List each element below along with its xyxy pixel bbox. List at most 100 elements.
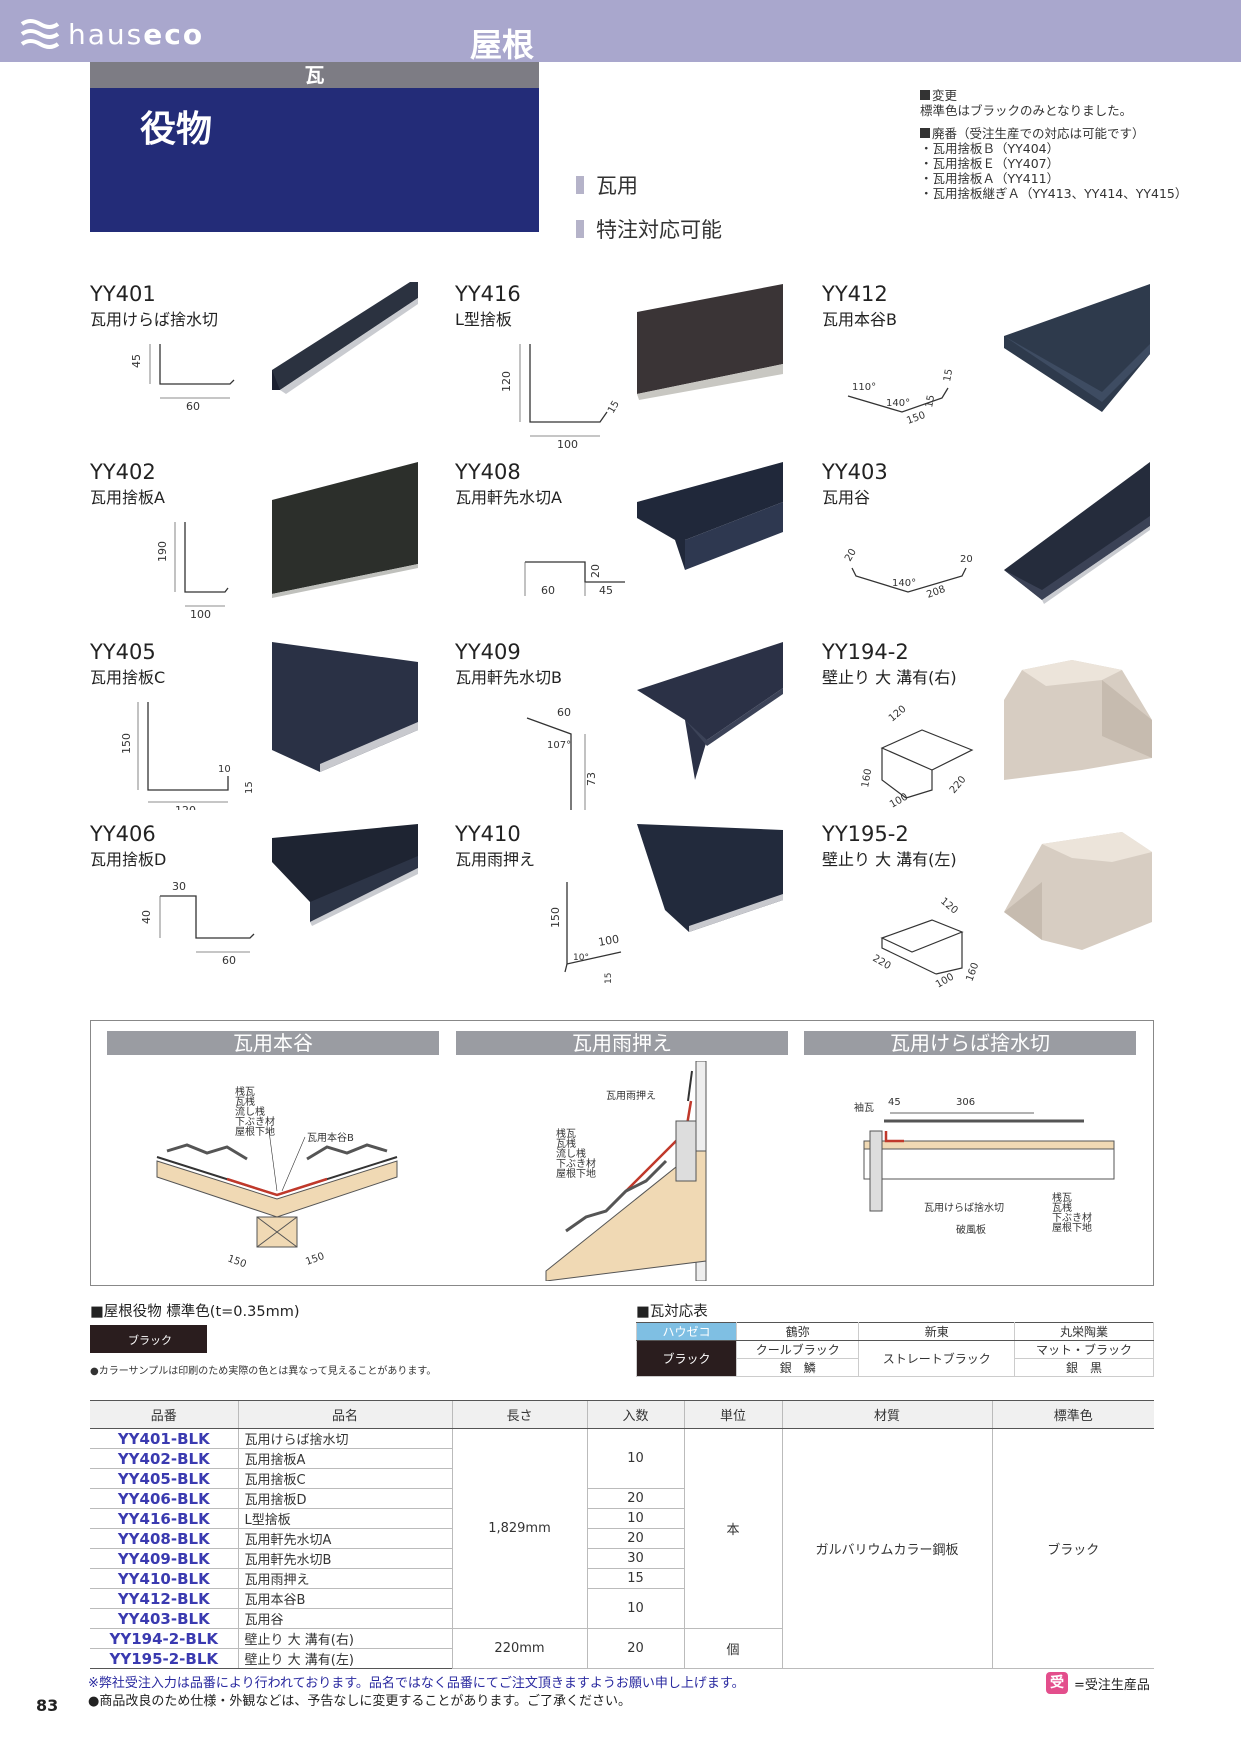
svg-text:下ぶき材: 下ぶき材	[235, 1115, 275, 1128]
svg-text:屋根下地: 屋根下地	[556, 1167, 596, 1180]
dimension-diagram: 120 160 100 220	[860, 704, 974, 810]
flashing-install-diagram: 瓦用雨押え 桟瓦 瓦桟 流し桟 下ぶき材 屋根下地	[545, 1061, 707, 1281]
verge-install-diagram: 袖瓦 45 306 瓦用けらば捨水切 破風板 桟瓦 瓦桟 下ぶき材 屋根下地	[854, 1097, 1115, 1236]
svg-text:60: 60	[541, 584, 555, 597]
svg-text:140°: 140°	[886, 398, 910, 409]
table-header-row: 品番 品名 長さ 入数 単位 材質 標準色	[90, 1400, 1154, 1429]
product-photo	[272, 824, 418, 926]
svg-text:瓦桟: 瓦桟	[556, 1137, 576, 1150]
svg-text:下ぶき材: 下ぶき材	[1052, 1211, 1092, 1224]
product-photo	[272, 462, 418, 598]
square-bullet-icon	[920, 90, 930, 100]
dimension-diagram: 120 100 15	[500, 344, 622, 451]
svg-text:屋根下地: 屋根下地	[235, 1125, 275, 1138]
table-row: YY409-BLK 瓦用軒先水切B 30	[90, 1548, 1154, 1569]
product-yy402: YY402 瓦用捨板A 190 100	[90, 460, 450, 635]
table-row: YY401-BLK 瓦用けらば捨水切 1,829mm 10 本 ガルバリウムカラ…	[90, 1428, 1154, 1669]
table-row: YY410-BLK 瓦用雨押え 15	[90, 1568, 1154, 1589]
product-photo	[272, 282, 418, 394]
header-bar: hauseco 屋根	[0, 0, 1241, 64]
svg-text:15: 15	[924, 394, 937, 408]
dimension-diagram: 110° 140° 15 15 150	[847, 368, 955, 427]
dimension-diagram: 30 40 60	[140, 880, 255, 967]
svg-text:120: 120	[938, 896, 960, 917]
category-block: 役物	[90, 88, 539, 232]
svg-text:屋根下地: 屋根下地	[1052, 1221, 1092, 1234]
svg-text:73: 73	[585, 772, 598, 786]
svg-text:瓦用本谷B: 瓦用本谷B	[307, 1131, 354, 1144]
wave-logo-icon	[20, 19, 60, 49]
svg-text:下ぶき材: 下ぶき材	[556, 1157, 596, 1170]
svg-text:桟瓦: 桟瓦	[235, 1085, 255, 1098]
product-yy412: YY412 瓦用本谷B 110° 140° 15 15 150	[822, 282, 1182, 457]
made-to-order-legend: 受 =受注生産品	[1046, 1672, 1150, 1694]
svg-text:45: 45	[888, 1097, 901, 1108]
table-row: YY405-BLK 瓦用捨板C	[90, 1468, 1154, 1489]
dimension-diagram: 60 45 20	[524, 561, 625, 597]
install-heading: 瓦用雨押え	[456, 1031, 788, 1055]
svg-text:瓦桟: 瓦桟	[1052, 1201, 1072, 1214]
table-row: YY402-BLK 瓦用捨板A	[90, 1448, 1154, 1469]
installation-panel: 瓦用本谷 瓦用雨押え 瓦用けらば捨水切 桟瓦 瓦桟 流し桟 下ぶき材 屋根下地 …	[90, 1020, 1154, 1286]
feature-item: 特注対応可能	[576, 214, 722, 244]
brand-logo: hauseco	[20, 16, 204, 52]
table-row: YY416-BLK L型捨板 10	[90, 1508, 1154, 1529]
product-yy195-2: YY195-2 壁止り 大 溝有(左) 120 220 100 160	[822, 822, 1182, 997]
svg-text:100: 100	[190, 608, 211, 621]
svg-text:60: 60	[186, 400, 200, 413]
order-note: ※弊社受注入力は品番により行われております。品名ではなく品番にてご注文頂きますよ…	[88, 1676, 745, 1691]
svg-text:30: 30	[172, 880, 186, 893]
svg-text:流し桟: 流し桟	[556, 1147, 586, 1160]
product-photo	[637, 284, 783, 400]
table-row: YY412-BLK 瓦用本谷B 10	[90, 1588, 1154, 1629]
svg-text:10°: 10°	[573, 953, 589, 963]
logo-text: hauseco	[68, 17, 205, 51]
product-photo	[637, 462, 783, 570]
svg-text:桟瓦: 桟瓦	[556, 1127, 576, 1140]
svg-text:306: 306	[956, 1097, 975, 1108]
svg-text:瓦用けらば捨水切: 瓦用けらば捨水切	[924, 1201, 1004, 1214]
svg-text:150: 150	[905, 410, 927, 427]
table-row: YY403-BLK 瓦用谷	[90, 1608, 1154, 1629]
product-photo	[637, 824, 783, 932]
svg-text:瓦桟: 瓦桟	[235, 1095, 255, 1108]
svg-text:15: 15	[942, 368, 955, 382]
svg-text:流し桟: 流し桟	[235, 1105, 265, 1118]
svg-text:15: 15	[606, 399, 622, 416]
bullet-bar-icon	[576, 220, 584, 238]
dimension-diagram: 60 107° 73	[526, 706, 598, 810]
page-number: 83	[36, 1696, 59, 1715]
install-heading: 瓦用本谷	[107, 1031, 439, 1055]
product-yy401: YY401 瓦用けらば捨水切 45 60	[90, 282, 450, 457]
square-bullet-icon	[920, 128, 930, 138]
svg-text:破風板: 破風板	[956, 1223, 986, 1236]
svg-text:107°: 107°	[547, 740, 571, 751]
compat-row: ブラック クールブラック ストレートブラック マット・ブラック	[636, 1340, 1155, 1377]
product-yy408: YY408 瓦用軒先水切A 60 45 20	[455, 460, 815, 635]
svg-text:160: 160	[860, 768, 874, 789]
page-title: 屋根	[470, 26, 535, 64]
feature-list: 瓦用 特注対応可能	[576, 170, 722, 258]
table-row: YY406-BLK 瓦用捨板D 20	[90, 1488, 1154, 1509]
category-tab: 瓦	[90, 62, 539, 88]
svg-text:120: 120	[887, 704, 909, 725]
svg-text:220: 220	[871, 953, 893, 972]
svg-text:15: 15	[604, 973, 614, 984]
product-photo	[1004, 832, 1152, 950]
svg-text:190: 190	[156, 541, 169, 562]
svg-text:120: 120	[175, 804, 196, 810]
dimension-diagram: 45 60	[130, 344, 235, 413]
valley-install-diagram: 桟瓦 瓦桟 流し桟 下ぶき材 屋根下地 瓦用本谷B 150 150	[156, 1085, 398, 1270]
standard-color-label: ■屋根役物 標準色(t=0.35mm)	[90, 1304, 300, 1320]
color-note: ●カラーサンプルは印刷のため実際の色とは異なって見えることがあります。	[90, 1366, 437, 1377]
product-photo	[1004, 660, 1152, 780]
svg-text:60: 60	[557, 706, 571, 719]
install-heading: 瓦用けらば捨水切	[804, 1031, 1136, 1055]
compat-label: ■瓦対応表	[636, 1304, 708, 1320]
svg-text:100: 100	[888, 792, 910, 810]
product-yy406: YY406 瓦用捨板D 30 40 60	[90, 822, 450, 997]
product-table: 品番 品名 長さ 入数 単位 材質 標準色 YY401-BLK 瓦用けらば捨水切…	[90, 1400, 1154, 1669]
feature-item: 瓦用	[576, 170, 722, 200]
compat-table: ハウゼコ 鶴弥 新東 丸栄陶業 ブラック クールブラック ストレートブラック マ…	[636, 1322, 1155, 1377]
